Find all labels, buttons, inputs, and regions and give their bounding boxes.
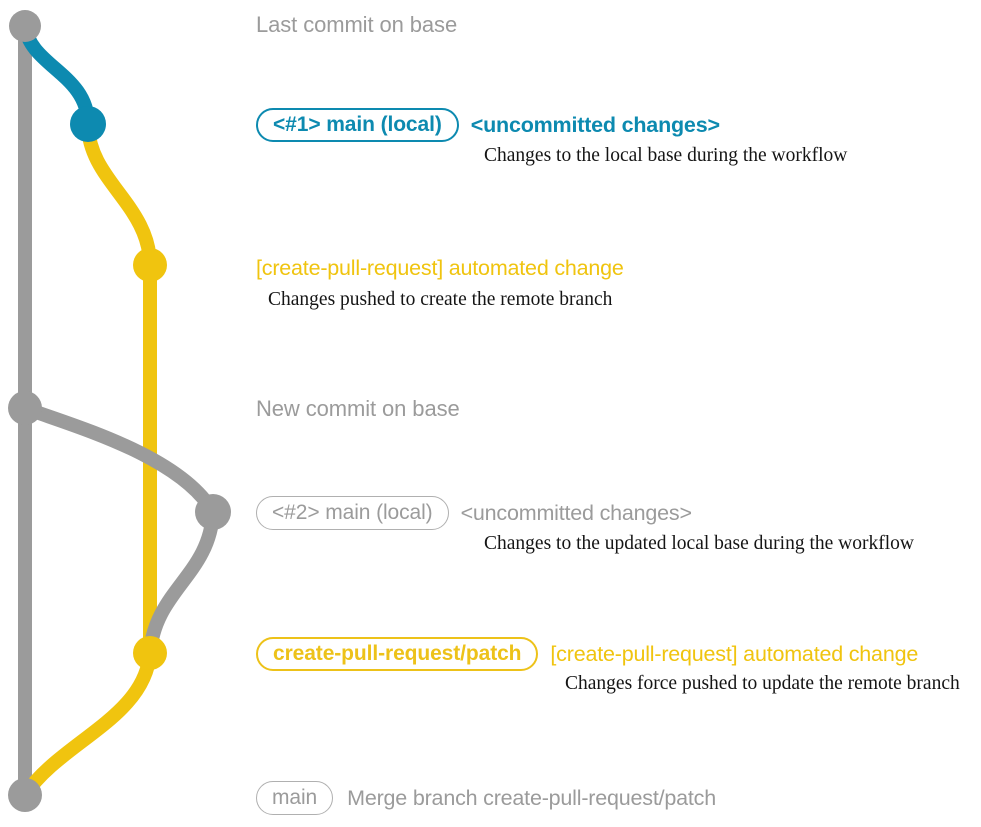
caption-local-change-1: Changes to the local base during the wor… — [484, 145, 848, 166]
node-local-commit-2 — [195, 494, 231, 530]
caption-remote-change-2: Changes force pushed to update the remot… — [565, 673, 960, 694]
caption-remote-change-1: Changes pushed to create the remote bran… — [268, 289, 613, 310]
edge-local1-to-remote1 — [81, 117, 157, 272]
row-local-change-1: <#1> main (local) <uncommitted changes> — [0, 107, 981, 143]
branch-pill-create-pull-request-patch[interactable]: create-pull-request/patch — [256, 637, 539, 671]
node-base-commit-last — [9, 10, 41, 42]
commit-graph — [8, 10, 231, 812]
edge-remote2-to-merge — [18, 646, 157, 802]
row-remote-change-2: create-pull-request/patch [create-pull-r… — [0, 636, 981, 672]
node-base-commit-new — [8, 391, 42, 425]
branch-pill-main[interactable]: main — [256, 781, 334, 815]
commit-subject-local-2: <uncommitted changes> — [460, 500, 692, 525]
branch-pill-main-local-2[interactable]: <#2> main (local) — [256, 496, 449, 530]
edge-basenew-to-local2 — [18, 401, 220, 519]
commit-subject-merge: Merge branch create-pull-request/patch — [347, 785, 716, 810]
row-local-change-2: <#2> main (local) <uncommitted changes> — [0, 495, 981, 531]
row-remote-change-1: [create-pull-request] automated change — [0, 250, 981, 286]
node-remote-commit-2 — [133, 636, 167, 670]
commit-subject-remote-2: [create-pull-request] automated change — [550, 641, 919, 666]
commit-subject-remote-1: [create-pull-request] automated change — [256, 255, 624, 280]
row-merge-commit: main Merge branch create-pull-request/pa… — [0, 780, 981, 816]
caption-local-change-2: Changes to the updated local base during… — [484, 533, 914, 554]
label-last-commit-on-base: Last commit on base — [256, 12, 458, 37]
branch-pill-main-local-1[interactable]: <#1> main (local) — [256, 108, 459, 142]
commit-subject-local-1: <uncommitted changes> — [470, 112, 720, 137]
node-merge-commit — [8, 778, 42, 812]
edge-local2-to-remote2 — [143, 505, 220, 660]
node-local-commit-1 — [70, 106, 106, 142]
node-remote-commit-1 — [133, 248, 167, 282]
label-new-commit-on-base: New commit on base — [256, 396, 460, 421]
